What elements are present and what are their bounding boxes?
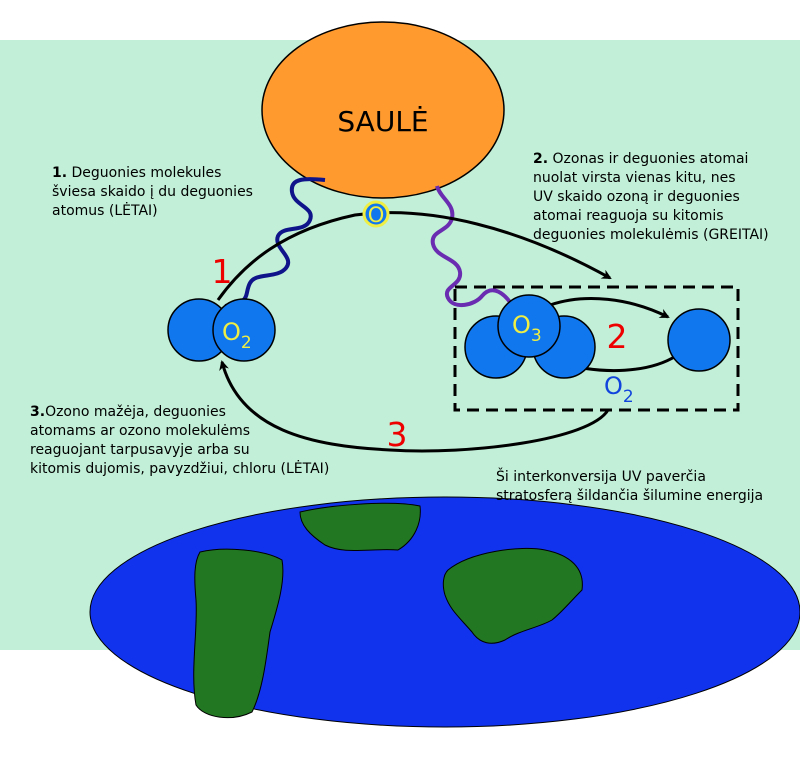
caption-3-line-2: atomams ar ozono molekulėms: [30, 423, 250, 439]
land-mass-right: [442, 547, 583, 644]
caption-step-1: 1. Deguonies molekules šviesa skaido į d…: [52, 165, 257, 219]
svg-text:O3: O3: [512, 311, 542, 346]
caption-1-line-2: šviesa skaido į du deguonies: [52, 184, 253, 200]
caption-1-line-1: Deguonies molekules: [67, 165, 221, 181]
caption-1-bold: 1.: [52, 165, 67, 181]
caption-2-line-1: Ozonas ir deguonies atomai: [548, 151, 748, 167]
caption-2-line-3: UV skaido ozoną ir deguonies: [533, 189, 740, 205]
o3-molecule: O3: [464, 294, 596, 379]
oxygen-atom: [362, 200, 390, 228]
caption-2-line-4: atomai reaguoja su kitomis: [533, 208, 724, 224]
o3-sub: 3: [531, 326, 542, 346]
step-number-1: 1: [212, 252, 233, 291]
land-mass-top: [299, 502, 421, 552]
caption-2-line-5: deguonies molekulėmis (GREITAI): [533, 227, 769, 243]
o2-right-sub: 2: [623, 387, 634, 407]
land-mass-left: [193, 548, 284, 719]
caption-summary: Ši interkonversija UV paverčia stratosfe…: [496, 467, 763, 504]
caption-step-3: 3.Ozono mažėja, deguonies atomams ar ozo…: [30, 404, 329, 477]
caption-2-bold: 2.: [533, 151, 548, 167]
sun: [261, 21, 505, 199]
summary-line-2: stratosferą šildančia šilumine energija: [496, 488, 763, 504]
step-number-3: 3: [387, 415, 408, 454]
o2-left-main: O: [222, 318, 241, 346]
o2-right-main: O: [604, 372, 623, 400]
o2-left-sub: 2: [241, 333, 252, 353]
sun-label: SAULĖ: [337, 105, 428, 138]
caption-3-line-1: Ozono mažėja, deguonies: [45, 404, 226, 420]
o3-main: O: [512, 311, 531, 339]
uv-ray-blue: [224, 177, 326, 308]
arrow-ozone-loss: [219, 360, 610, 453]
caption-3-line-3: reaguojant tarpusavyje arba su: [30, 442, 250, 458]
arrow-o3-to-o: [549, 297, 670, 319]
caption-1-line-3: atomus (LĖTAI): [52, 201, 158, 219]
o2-right-label: O2: [604, 372, 634, 407]
o2-molecule-left: O2: [167, 298, 276, 362]
summary-line-1: Ši interkonversija UV paverčia: [496, 467, 706, 485]
oxygen-atom-label: O: [368, 203, 385, 227]
step-number-2: 2: [607, 317, 628, 356]
caption-2-line-2: nuolat virsta vienas kitu, nes: [533, 170, 736, 186]
exchange-box: [453, 285, 740, 412]
caption-3-bold: 3.: [30, 404, 45, 420]
caption-3-line-4: kitomis dujomis, pavyzdžiui, chloru (LĖT…: [30, 459, 329, 477]
svg-text:O2: O2: [222, 318, 252, 353]
caption-step-2: 2. Ozonas ir deguonies atomai nuolat vir…: [533, 151, 769, 243]
oxygen-atom-box: [667, 308, 731, 372]
arrow-dissociation: [216, 211, 612, 301]
